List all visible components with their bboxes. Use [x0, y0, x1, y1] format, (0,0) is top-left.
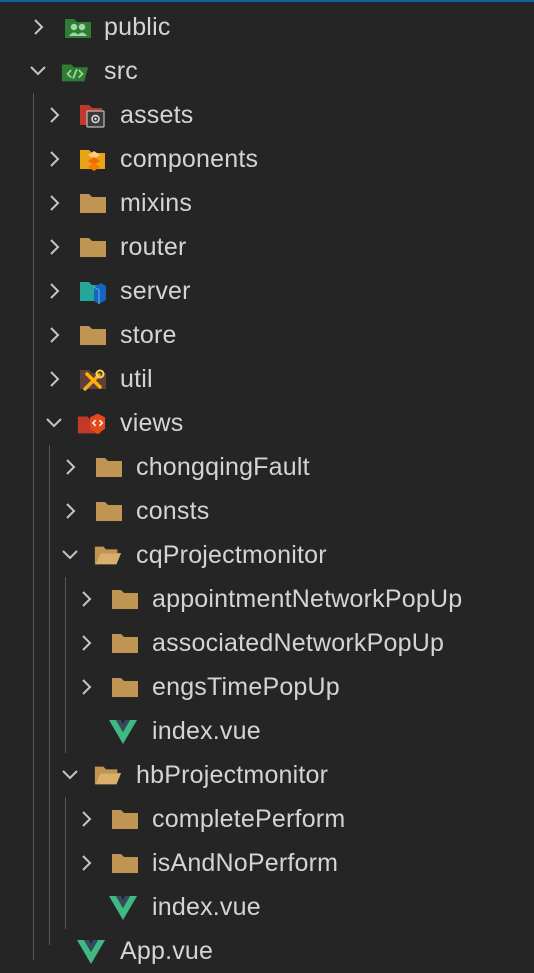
tree-item-hbprojectmonitor[interactable]: hbProjectmonitor: [0, 753, 534, 797]
folder-icon: [78, 321, 108, 349]
chevron-right-icon[interactable]: [44, 225, 64, 269]
tree-item-label: router: [120, 233, 187, 261]
tree-item-mixins[interactable]: mixins: [0, 181, 534, 225]
chevron-right-icon[interactable]: [76, 797, 96, 841]
tree-item-label: App.vue: [120, 937, 214, 965]
chevron-right-icon[interactable]: [76, 621, 96, 665]
vue-file-icon: [108, 893, 138, 921]
tree-item-public[interactable]: public: [0, 5, 534, 49]
tree-item-isandnoperform[interactable]: isAndNoPerform: [0, 841, 534, 885]
tree-item-associatednetworkpopup[interactable]: associatedNetworkPopUp: [0, 621, 534, 665]
file-explorer-tree: public src assets: [0, 5, 534, 973]
chevron-right-icon[interactable]: [28, 5, 48, 49]
vue-file-icon: [108, 717, 138, 745]
tree-item-label: engsTimePopUp: [152, 673, 340, 701]
tree-item-label: assets: [120, 101, 194, 129]
tree-item-consts[interactable]: consts: [0, 489, 534, 533]
folder-public-icon: [63, 13, 93, 41]
focus-border: [0, 0, 534, 2]
tree-item-label: isAndNoPerform: [152, 849, 339, 877]
chevron-down-icon[interactable]: [60, 753, 80, 797]
chevron-right-icon[interactable]: [44, 181, 64, 225]
chevron-down-icon[interactable]: [44, 401, 64, 445]
folder-util-icon: [78, 365, 108, 393]
folder-icon: [94, 453, 124, 481]
chevron-right-icon[interactable]: [76, 577, 96, 621]
chevron-right-icon[interactable]: [44, 137, 64, 181]
tree-item-chongqingfault[interactable]: chongqingFault: [0, 445, 534, 489]
chevron-right-icon[interactable]: [76, 841, 96, 885]
chevron-right-icon[interactable]: [44, 357, 64, 401]
chevron-right-icon[interactable]: [60, 489, 80, 533]
tree-item-label: components: [120, 145, 259, 173]
indent-guide: [49, 445, 50, 945]
vue-file-icon: [76, 937, 106, 965]
tree-item-label: completePerform: [152, 805, 346, 833]
indent-guide: [65, 577, 66, 753]
tree-item-label: associatedNetworkPopUp: [152, 629, 445, 657]
chevron-down-icon[interactable]: [28, 49, 48, 93]
tree-item-cqprojectmonitor[interactable]: cqProjectmonitor: [0, 533, 534, 577]
chevron-right-icon[interactable]: [76, 665, 96, 709]
tree-item-index-vue[interactable]: index.vue: [0, 709, 534, 753]
tree-item-label: public: [104, 13, 171, 41]
tree-item-assets[interactable]: assets: [0, 93, 534, 137]
folder-icon: [110, 849, 140, 877]
chevron-right-icon[interactable]: [60, 445, 80, 489]
folder-assets-icon: [78, 101, 108, 129]
chevron-right-icon[interactable]: [44, 313, 64, 357]
tree-item-label: mixins: [120, 189, 193, 217]
tree-item-label: index.vue: [152, 893, 261, 921]
folder-src-icon: [60, 57, 90, 85]
tree-item-label: hbProjectmonitor: [136, 761, 329, 789]
folder-server-icon: [78, 277, 108, 305]
tree-item-app-vue[interactable]: App.vue: [0, 929, 534, 973]
tree-item-label: views: [120, 409, 184, 437]
tree-item-label: src: [104, 57, 138, 85]
folder-icon: [110, 805, 140, 833]
chevron-right-icon[interactable]: [44, 269, 64, 313]
folder-icon: [78, 233, 108, 261]
tree-item-views[interactable]: views: [0, 401, 534, 445]
indent-guide: [33, 93, 34, 960]
tree-item-components[interactable]: components: [0, 137, 534, 181]
folder-views-icon: [76, 409, 106, 437]
indent-guide: [65, 797, 66, 929]
tree-item-appointmentnetworkpopup[interactable]: appointmentNetworkPopUp: [0, 577, 534, 621]
tree-item-util[interactable]: util: [0, 357, 534, 401]
tree-item-completeperform[interactable]: completePerform: [0, 797, 534, 841]
chevron-down-icon[interactable]: [60, 533, 80, 577]
folder-icon: [110, 629, 140, 657]
tree-item-label: index.vue: [152, 717, 261, 745]
chevron-right-icon[interactable]: [44, 93, 64, 137]
tree-item-src[interactable]: src: [0, 49, 534, 93]
tree-item-server[interactable]: server: [0, 269, 534, 313]
tree-item-label: consts: [136, 497, 210, 525]
tree-item-label: server: [120, 277, 191, 305]
folder-icon: [110, 673, 140, 701]
tree-item-router[interactable]: router: [0, 225, 534, 269]
tree-item-label: chongqingFault: [136, 453, 310, 481]
folder-open-icon: [93, 761, 123, 789]
folder-components-icon: [78, 145, 108, 173]
folder-icon: [78, 189, 108, 217]
tree-item-store[interactable]: store: [0, 313, 534, 357]
tree-item-label: cqProjectmonitor: [136, 541, 327, 569]
tree-item-label: appointmentNetworkPopUp: [152, 585, 463, 613]
tree-item-engstimepopup[interactable]: engsTimePopUp: [0, 665, 534, 709]
folder-open-icon: [93, 541, 123, 569]
tree-item-label: util: [120, 365, 153, 393]
folder-icon: [94, 497, 124, 525]
folder-icon: [110, 585, 140, 613]
tree-item-index-vue[interactable]: index.vue: [0, 885, 534, 929]
tree-item-label: store: [120, 321, 177, 349]
